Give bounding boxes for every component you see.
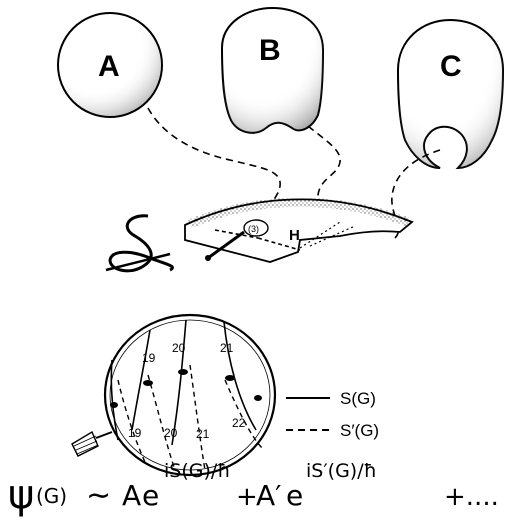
contour-label-21-bottom: 21 (196, 427, 210, 441)
contour-label-19-bottom: 19 (128, 426, 142, 440)
blob-a: A (58, 13, 162, 117)
contour-label-21-top: 21 (220, 341, 234, 355)
eq-exp1: iS(G)/ħ (164, 460, 231, 482)
wavefunction-equation: ψ (G) ∼ A e iS(G)/ħ + A′ e iS′(G)/ħ +...… (8, 460, 499, 518)
blob-b: B (222, 8, 323, 133)
legend-dashed-label: S′(G) (340, 421, 379, 440)
hypersurface-mark-h: H (289, 227, 300, 244)
eq-sim: ∼ (86, 478, 111, 513)
eq-plus1: + (236, 482, 258, 512)
eq-amp1: A (122, 479, 141, 512)
eq-e2: e (286, 479, 303, 512)
legend: S(G) S′(G) (286, 389, 379, 440)
contour-label-20-top: 20 (172, 341, 186, 355)
eq-e1: e (142, 479, 159, 512)
eq-exp2: iS′(G)/ħ (306, 460, 377, 482)
brush-icon (72, 432, 112, 456)
superspace-symbol (106, 216, 172, 271)
blob-b-label: B (259, 34, 281, 67)
legend-solid-label: S(G) (340, 389, 376, 408)
contour-oval: 19 20 21 19 20 21 22 (72, 315, 275, 475)
blob-c-label: C (440, 50, 462, 83)
blob-c: C (398, 20, 503, 168)
blob-a-label: A (98, 50, 120, 83)
hypersurface-mark-3: (3) (248, 224, 259, 234)
eq-psi: ψ (8, 472, 34, 518)
superspace-slab: (3) H (185, 199, 412, 262)
contour-label-22-bottom: 22 (232, 416, 246, 430)
contour-label-20-bottom: 20 (164, 426, 178, 440)
eq-amp2: A′ (256, 479, 282, 512)
eq-tail: +.... (444, 482, 499, 512)
contour-label-19-top: 19 (142, 351, 156, 365)
eq-arg: (G) (36, 484, 67, 508)
